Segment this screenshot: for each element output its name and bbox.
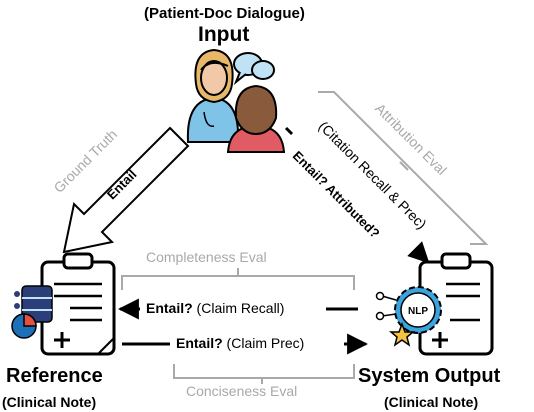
doctor-icon <box>186 48 240 143</box>
claim-prec-label: Entail? (Claim Prec) <box>176 336 304 350</box>
claim-prec-text: (Claim Prec) <box>222 335 305 351</box>
ground-truth-arrow <box>62 126 190 254</box>
network-nodes-icon <box>375 291 397 321</box>
system-output-title: System Output <box>358 365 501 387</box>
patient-icon <box>226 84 286 153</box>
input-title: Input <box>198 23 250 46</box>
claim-prec-entail: Entail? <box>176 335 223 351</box>
claim-recall-text: (Claim Recall) <box>192 300 285 316</box>
completeness-eval-label: Completeness Eval <box>146 249 267 265</box>
database-icon <box>14 285 53 323</box>
pie-chart-icon <box>11 313 37 339</box>
speech-bubble-icon <box>233 52 275 86</box>
attribution-arrow <box>284 126 430 264</box>
completeness-eval-bracket <box>121 268 355 290</box>
reference-subtitle: (Clinical Note) <box>2 394 97 410</box>
nlp-badge-label: NLP <box>408 306 428 317</box>
system-output-subtitle: (Clinical Note) <box>384 394 479 410</box>
reference-title: Reference <box>6 365 103 387</box>
conciseness-eval-label: Conciseness Eval <box>186 383 298 399</box>
nlp-gear-icon: NLP <box>394 286 442 334</box>
attribution-eval-bracket <box>318 91 489 245</box>
conciseness-eval-bracket <box>173 364 355 384</box>
input-illustration <box>186 48 286 153</box>
input-subtitle: (Patient-Doc Dialogue) <box>144 5 305 22</box>
star-icon <box>388 321 416 347</box>
claim-recall-label: Entail? (Claim Recall) <box>146 301 284 315</box>
claim-recall-entail: Entail? <box>146 300 193 316</box>
reference-clipboard-icon <box>40 252 116 356</box>
